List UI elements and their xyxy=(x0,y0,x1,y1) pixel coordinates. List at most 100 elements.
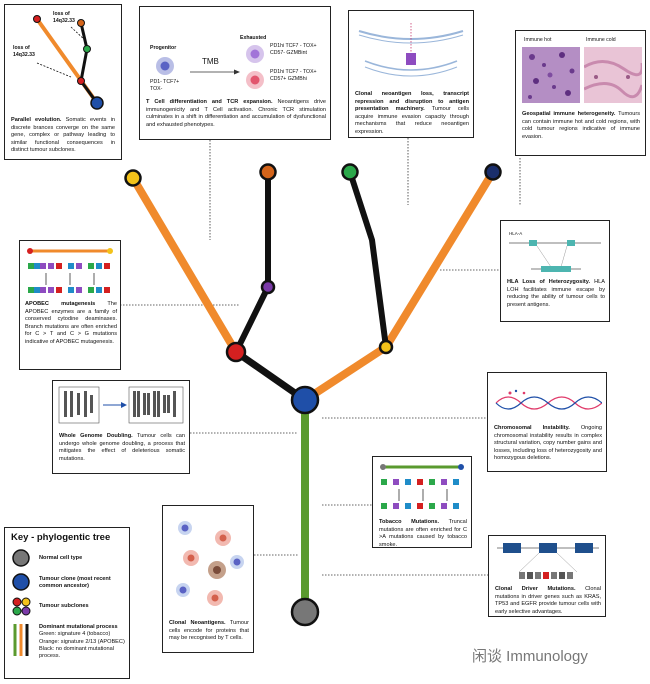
mrca-node xyxy=(290,385,320,415)
driver-diagram xyxy=(497,543,599,579)
loss-label-b: loss of 14q32.33 xyxy=(13,45,35,58)
parallel-evolution-box: loss of 14q32.33 loss of 14q32.33 Parall… xyxy=(4,4,122,160)
wgd-caption: Whole Genome Doubling. Tumour cells can … xyxy=(59,433,185,463)
key-clone-icon xyxy=(12,573,30,591)
key-subclones-label: Tumour subclones xyxy=(39,603,89,609)
key-subclones-icon xyxy=(12,597,31,616)
exhausted-label: Exhausted xyxy=(240,35,267,41)
tcell-caption: T Cell differentiation and TCR expansion… xyxy=(146,99,326,129)
progenitor-cell-icon xyxy=(156,57,174,75)
neoantigen-caption: Clonal Neoantigens. Tumour cells encode … xyxy=(169,620,249,643)
exhausted-markers-1: PD1hi TCF7 - TOX+ CD57- GZMBint xyxy=(270,43,317,56)
immune-cold-image xyxy=(584,47,642,103)
caption-text: Neoantigens drive immunogenicity and T C… xyxy=(146,99,326,128)
caption-text: Somatic events in discrete brances conve… xyxy=(11,117,115,154)
yellow-subclone-node xyxy=(378,339,394,355)
tmb-label: TMB xyxy=(202,57,219,66)
branch-yellow xyxy=(129,174,240,356)
geospatial-box: Immune hot Immune cold Geospatial immune… xyxy=(515,30,646,156)
branch-purple xyxy=(233,284,271,355)
caption-title: Whole Genome Doubling. xyxy=(59,433,133,439)
key-process-title: Dominant mutational process xyxy=(39,624,118,630)
tobacco-caption: Tobacco Mutations. Truncal mutations are… xyxy=(379,519,467,549)
tcell-box: Progenitor PD1- TCF7+ TOX- TMB Exhausted… xyxy=(139,6,331,140)
green-leaf-node xyxy=(341,163,359,181)
caption-text: Ongoing chromosomal instability results … xyxy=(494,425,602,462)
immune-hot-image xyxy=(522,47,580,103)
key-black: Black: no dominant mutational process. xyxy=(39,645,114,660)
caption-title: Clonal neoantigen loss, transcript repre… xyxy=(355,91,469,113)
key-clone-label: Tumour clone (most recent common ancesto… xyxy=(39,576,111,590)
caption-title: Parallel evolution. xyxy=(11,117,62,123)
connector-lines xyxy=(119,70,521,576)
caption-text: Tumour cells can undergo whole genome do… xyxy=(59,433,186,462)
caption-text: Truncal mutations are often enriched for… xyxy=(379,519,468,548)
key-green: Green: signature 4 (tobacco) xyxy=(39,631,111,638)
wgd-diagram xyxy=(58,386,184,424)
normal-cell-node xyxy=(290,597,320,627)
dark-orange-leaf-node xyxy=(259,163,277,181)
key-orange: Orange: signature 2/13 (APOBEC) xyxy=(39,638,125,645)
yellow-leaf-node xyxy=(124,169,142,187)
tree-nodes xyxy=(124,163,502,627)
cin-box: Chromosomal Instability. Ongoing chromos… xyxy=(487,372,607,472)
caption-title: T Cell differentiation and TCR expansion… xyxy=(146,99,273,105)
hla-diagram xyxy=(509,240,601,272)
parallel-evolution-caption: Parallel evolution. Somatic events in di… xyxy=(11,117,115,155)
exhausted-cell-icon-2 xyxy=(246,71,264,89)
branch-right xyxy=(301,343,390,404)
caption-title: Geospatial immune heterogeneity. xyxy=(522,111,616,117)
caption-text: Clonal mutations in driver genes such as… xyxy=(495,586,601,615)
apobec-caption: APOBEC mutagenesis The APOBEC enzymes ar… xyxy=(25,301,117,346)
caption-title: Clonal Neoantigens. xyxy=(169,620,226,626)
exhausted-markers-2: PD1hi TCF7 - TOX+ CD57+ GZMBhi xyxy=(270,69,317,82)
immune-cold-label: Immune cold xyxy=(586,37,616,43)
geospatial-caption: Geospatial immune heterogeneity. Tumours… xyxy=(522,111,640,141)
loss-label-a: loss of 14q32.33 xyxy=(53,11,75,24)
key-normal-label: Normal cell type xyxy=(39,555,83,561)
caption-text: Tumour cells encode for proteins that ma… xyxy=(169,620,249,642)
navy-leaf-node xyxy=(484,163,502,181)
hla-a-label: HLA-A xyxy=(509,231,523,236)
caption-title: Clonal Driver Mutations. xyxy=(495,586,576,592)
tree-branches xyxy=(129,168,497,616)
apobec-box: APOBEC mutagenesis The APOBEC enzymes ar… xyxy=(19,240,121,370)
branch-green xyxy=(347,169,389,350)
red-subclone-node xyxy=(225,341,247,363)
neoantigen-box: Clonal Neoantigens. Tumour cells encode … xyxy=(162,505,254,653)
membrane-diagram xyxy=(358,23,464,77)
key-box: Key - phylogentic tree Normal cell type … xyxy=(4,527,130,679)
caption-title: APOBEC mutagenesis xyxy=(25,301,96,307)
apobec-diagram xyxy=(27,248,113,293)
immune-hot-label: Immune hot xyxy=(524,37,552,43)
key-normal-icon xyxy=(12,549,30,567)
caption-text: The APOBEC enzymes are a family of conse… xyxy=(25,301,117,345)
purple-subclone-node xyxy=(260,279,276,295)
key-title: Key - phylogentic tree xyxy=(11,532,111,543)
exhausted-cell-icon-1 xyxy=(246,45,264,63)
clonal-loss-caption: Clonal neoantigen loss, transcript repre… xyxy=(355,91,469,136)
parallel-evolution-diagram xyxy=(33,15,104,110)
progenitor-label: Progenitor xyxy=(150,45,177,51)
clonal-loss-box: Clonal neoantigen loss, transcript repre… xyxy=(348,10,474,138)
tobacco-box: Tobacco Mutations. Truncal mutations are… xyxy=(372,456,472,548)
branch-navy xyxy=(382,168,497,351)
key-process-icon xyxy=(13,624,29,656)
cin-caption: Chromosomal Instability. Ongoing chromos… xyxy=(494,425,602,463)
key-process-block: Dominant mutational process Green: signa… xyxy=(39,624,127,660)
neoantigen-cells-diagram xyxy=(176,521,244,606)
caption-title: Tobacco Mutations. xyxy=(379,519,440,525)
driver-caption: Clonal Driver Mutations. Clonal mutation… xyxy=(495,586,601,616)
progenitor-markers: PD1- TCF7+ TOX- xyxy=(150,79,180,92)
caption-text: Tumour cells acquire immune evasion capa… xyxy=(355,106,470,135)
caption-text: HLA LOH facilitates immune escape by red… xyxy=(507,279,605,308)
caption-text: Tumours can contain immune hot and cold … xyxy=(522,111,640,140)
dna-helix-icon xyxy=(495,389,602,410)
tmb-arrow-icon xyxy=(190,69,240,75)
driver-box: Clonal Driver Mutations. Clonal mutation… xyxy=(488,535,606,617)
hla-caption: HLA Loss of Heterozygosity. HLA LOH faci… xyxy=(507,279,605,309)
caption-title: Chromosomal Instability. xyxy=(494,425,570,431)
key-icons xyxy=(12,549,31,656)
wgd-box: Whole Genome Doubling. Tumour cells can … xyxy=(52,380,190,474)
